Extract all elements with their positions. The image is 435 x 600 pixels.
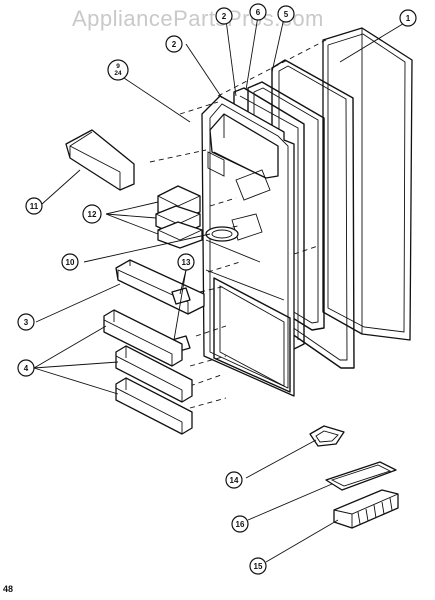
door-bin-4a [103, 309, 183, 367]
alignment-lines [149, 39, 327, 409]
egg-containers-12 [155, 185, 203, 249]
callout-16-label: 16 [236, 520, 245, 529]
callout-2-upper-label: 2 [222, 12, 227, 21]
callout-10-label: 10 [66, 258, 75, 267]
callout-9-24: 9 24 [107, 59, 129, 81]
callout-24-label: 24 [114, 70, 122, 77]
callout-5-label: 5 [284, 10, 289, 19]
callout-1-label: 1 [406, 14, 411, 23]
callout-13-label: 13 [182, 258, 191, 267]
round-bin-10 [205, 226, 239, 242]
page-number: 48 [3, 584, 14, 594]
callout-15-label: 15 [254, 562, 263, 571]
callout-3: 3 [17, 313, 35, 331]
door-bin-4c [115, 377, 193, 435]
callout-5: 5 [277, 5, 295, 23]
callout-14-label: 14 [230, 476, 239, 485]
cover-16 [325, 461, 397, 491]
callout-3-label: 3 [24, 318, 29, 327]
callout-2-label: 2 [172, 40, 177, 49]
leader-lines [33, 15, 407, 563]
callout-12: 12 [82, 204, 102, 224]
callout-4-label: 4 [24, 364, 29, 373]
callout-2: 2 [165, 35, 183, 53]
callout-15: 15 [249, 557, 267, 575]
door-liner [201, 95, 295, 397]
shelf-bin-11 [65, 129, 135, 191]
callout-6: 6 [249, 3, 267, 21]
callout-12-label: 12 [88, 210, 97, 219]
outer-door-panel [322, 27, 413, 341]
callout-4: 4 [17, 359, 35, 377]
callout-9-label: 9 [116, 63, 120, 70]
callout-6-label: 6 [256, 8, 261, 17]
callout-10: 10 [61, 253, 79, 271]
callout-13: 13 [177, 253, 195, 271]
callout-16: 16 [231, 515, 249, 533]
utility-bin-15 [333, 489, 399, 529]
cover-14 [309, 425, 345, 447]
callout-11-label: 11 [30, 202, 39, 211]
callout-1: 1 [399, 9, 417, 27]
callout-11: 11 [25, 197, 43, 215]
callout-2-upper: 2 [215, 7, 233, 25]
callout-14: 14 [225, 471, 243, 489]
